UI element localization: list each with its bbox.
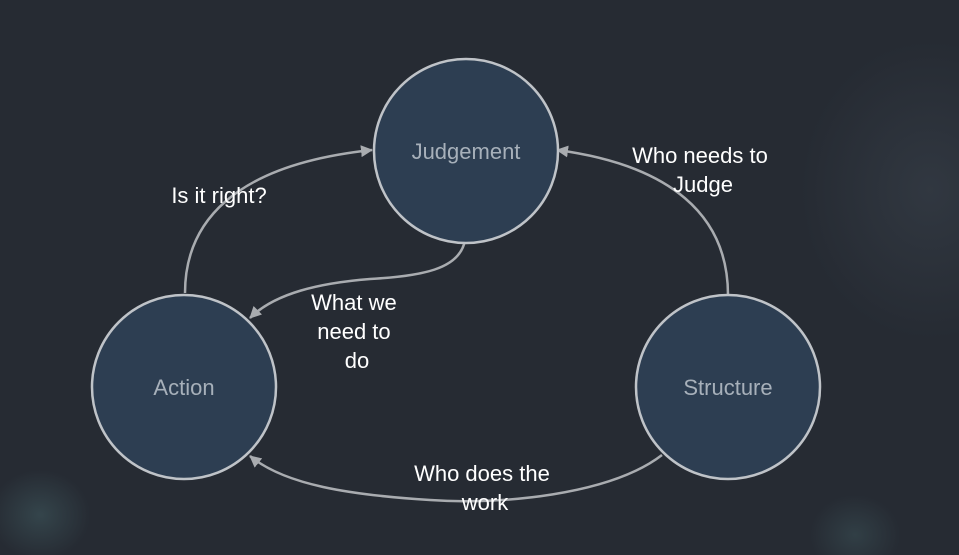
node-action-circle <box>90 293 278 481</box>
edge-label-line: need to <box>317 319 390 344</box>
edge-label-line: work <box>461 490 509 515</box>
node-judgement-circle <box>372 57 560 245</box>
edge-action-to-judgement <box>183 145 373 294</box>
edge-structure-to-action <box>249 454 663 503</box>
edge-judgement-to-action <box>249 239 467 319</box>
edge-label-line: Who does the <box>414 461 550 486</box>
edge-label-line: Who needs to <box>632 143 768 168</box>
edge-label-is-it-right: Is it right? <box>171 183 266 208</box>
edge-label-line: do <box>345 348 369 373</box>
edge-structure-to-judgement <box>556 145 730 296</box>
node-structure: Structure <box>634 293 822 481</box>
node-action: Action <box>90 293 278 481</box>
edge-label-who-needs-to-judge: Who needs to Judge <box>632 143 774 197</box>
node-judgement-label: Judgement <box>412 139 521 164</box>
node-action-label: Action <box>153 375 214 400</box>
node-structure-label: Structure <box>683 375 772 400</box>
edge-label-line: Is it right? <box>171 183 266 208</box>
node-judgement: Judgement <box>372 57 560 245</box>
edge-label-line: Judge <box>673 172 733 197</box>
edge-label-what-we-need-to-do: What we need to do <box>311 290 403 373</box>
node-structure-circle <box>634 293 822 481</box>
edge-label-line: What we <box>311 290 397 315</box>
edge-label-who-does-the-work: Who does the work <box>414 461 556 515</box>
